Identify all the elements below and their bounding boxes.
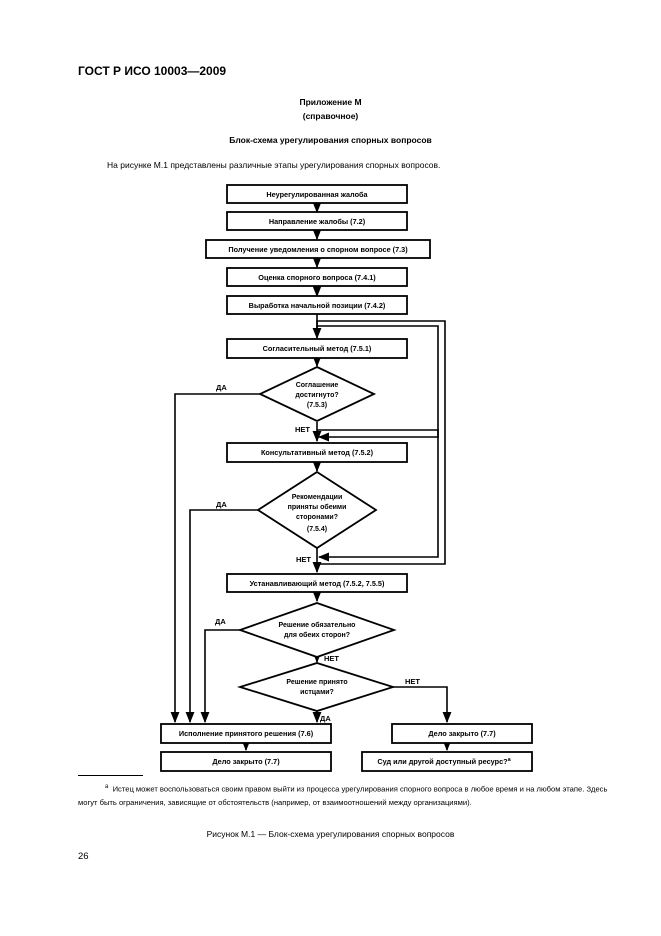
box-text-10: Дело закрыто (7.7) [212,757,280,766]
box-text-1: Неурегулированная жалоба [266,190,368,199]
label-yes-4: ДА [320,714,331,723]
appendix-title: Приложение М [299,97,362,107]
footnote-divider [78,775,143,776]
diamond1-line2: достигнуто? [295,392,338,399]
box-text-9: Исполнение принятого решения (7.6) [179,729,314,738]
diamond4-line1: Решение принято [286,679,347,686]
box-initial-position [226,295,408,315]
box-case-closed-1 [160,751,332,772]
label-yes-1: ДА [216,383,227,392]
box-text-2: Направление жалобы (7.2) [269,217,366,226]
diamond1-line3: (7.5.3) [307,402,327,409]
box-text-3: Получение уведомления о спорном вопросе … [228,245,408,254]
diamond2-line1: Рекомендации [292,494,343,501]
box-dispute-notification [205,239,431,259]
standard-header: ГОСТ Р ИСО 10003—2009 [78,64,227,78]
label-no-2: НЕТ [296,555,311,564]
box-conciliation-method [226,338,408,359]
page-number: 26 [78,851,89,862]
diamond4-line2: истцами? [300,689,334,696]
box-dispute-assessment [226,267,408,287]
box-text-11: Дело закрыто (7.7) [428,729,496,738]
box-text-13: Суд или другой доступный ресурс?a [377,757,511,766]
footnote-mark: a [105,784,109,790]
diamond-agreement [257,366,377,422]
intro-paragraph: На рисунке М.1 представлены различные эт… [107,160,441,170]
box-court-resource [361,751,533,772]
court-footnote-mark: a [508,757,512,763]
diamond2-line2: приняты обеими [288,503,347,511]
box-execution [160,723,332,744]
box-case-closed-2 [391,723,533,744]
box-determinative-method [226,573,408,593]
diamond-recommendations [256,470,378,550]
box-text-7: Консультативный метод (7.5.2) [261,448,374,457]
box-text-8: Устанавливающий метод (7.5.2, 7.5.5) [250,579,385,588]
appendix-heading: Блок-схема урегулирования спорных вопрос… [229,135,432,145]
label-no-4: НЕТ [405,677,420,686]
diamond3-line1: Решение обязательно [279,621,356,629]
label-yes-2: ДА [216,500,227,509]
box-complaint-submission [226,211,408,231]
figure-caption: Рисунок М.1 — Блок-схема урегулирования … [206,829,455,839]
diamond3-line2: для обеих сторон? [284,631,350,639]
label-no-1: НЕТ [295,425,310,434]
court-text: Суд или другой доступный ресурс? [377,757,508,766]
diamond1-line1: Соглашение [296,382,339,389]
label-no-3: НЕТ [324,654,339,663]
appendix-subtitle: (справочное) [302,111,359,121]
box-text-4: Оценка спорного вопроса (7.4.1) [258,273,376,282]
diamond-claimant-decision [236,662,396,712]
diamond2-line3: сторонами? [296,514,338,521]
footnote-text: Истец может воспользоваться своим правом… [78,784,608,807]
diamond-binding-decision [237,602,397,658]
box-advisory-method [226,442,408,463]
box-text-5: Выработка начальной позиции (7.4.2) [249,301,386,310]
box-text-6: Согласительный метод (7.5.1) [263,344,372,353]
footnote: a Истец может воспользоваться своим прав… [78,781,618,809]
label-yes-3: ДА [215,617,226,626]
box-unresolved-complaint [226,184,408,204]
diamond2-line4: (7.5.4) [307,526,327,533]
